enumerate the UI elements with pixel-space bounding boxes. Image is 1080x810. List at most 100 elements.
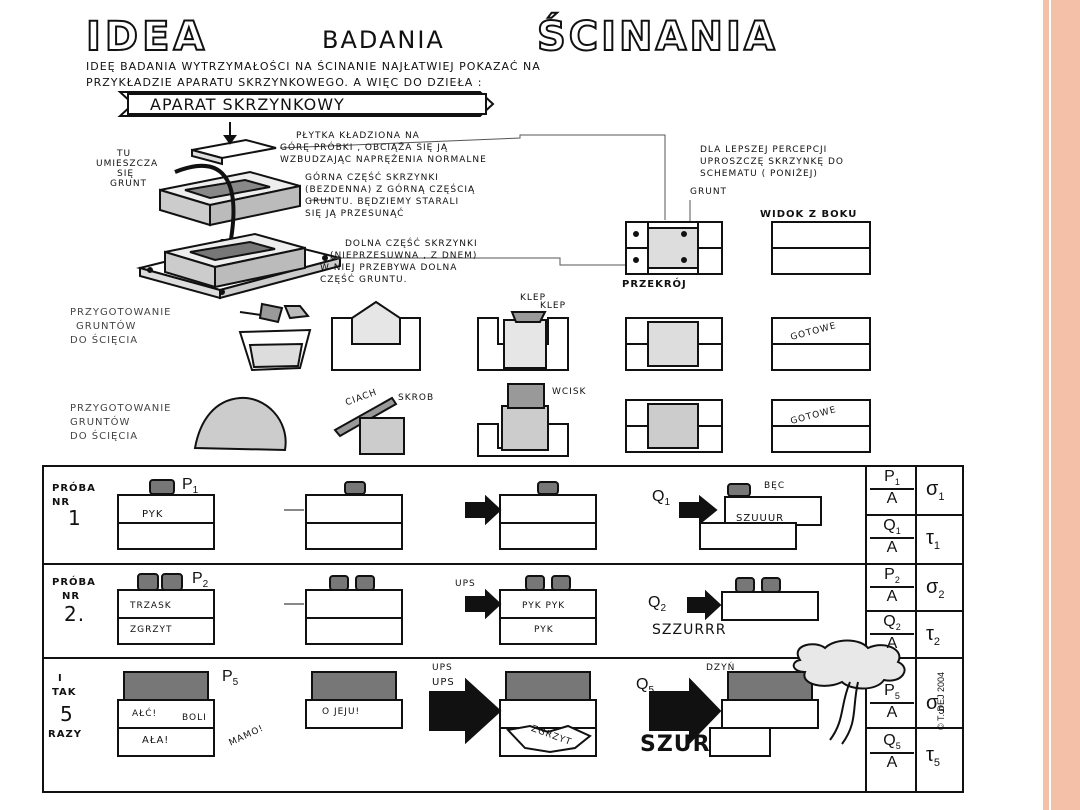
r1-sigma: σ — [926, 478, 939, 500]
trial3-p-sub: 5 — [232, 677, 239, 689]
trial-2-drawings — [117, 573, 819, 645]
gorna-line-4: SIĘ JĄ PRZESUNĄĆ — [305, 209, 405, 219]
r3-q: Q — [883, 732, 896, 749]
trial2-zgrzyt: ZGRZYT — [130, 625, 173, 635]
widok-label: WIDOK Z BOKU — [760, 209, 858, 220]
trial3-ups-2: UPS — [432, 677, 455, 688]
skrob-label: SKROB — [398, 393, 435, 403]
klep-2: KLEP — [540, 301, 567, 311]
result1-sigma: σ1 — [926, 478, 944, 504]
r2-q-sub: 2 — [895, 622, 901, 633]
prep-row-1-drawings — [238, 300, 871, 372]
r1-q: Q — [883, 517, 896, 534]
r3-tau-sub: 5 — [933, 757, 941, 769]
przekroj-schematic — [625, 221, 723, 275]
result3-sigma: σ5 — [926, 692, 944, 718]
trial3-label-4: RAZY — [48, 729, 82, 740]
result2-tau: τ2 — [926, 623, 940, 649]
r3-a2: A — [886, 754, 898, 772]
prep1-line-2: GRUNTÓW — [76, 321, 137, 332]
trial-3-drawings — [117, 639, 906, 757]
r2-a2: A — [886, 635, 898, 653]
copyright: © T. DEJ 2004 — [936, 672, 946, 730]
trial2-label-3: 2. — [64, 602, 86, 626]
leader-lines — [279, 134, 691, 266]
r2-p: P — [884, 566, 895, 583]
r3-p: P — [884, 682, 895, 699]
result2-p-over-a: P2 A — [870, 566, 914, 606]
trial3-p: P5 — [222, 668, 238, 689]
widok-schematic — [771, 221, 871, 275]
r3-a: A — [886, 704, 898, 722]
r1-p-sub: 1 — [894, 477, 900, 488]
trial2-q-sub: 2 — [660, 603, 667, 615]
trial3-q-letter: Q — [636, 676, 649, 693]
label-umieszcza: UMIESZCZA — [96, 159, 159, 169]
apparatus-drawing — [136, 122, 344, 300]
title-badania: BADANIA — [322, 26, 445, 54]
trial1-szuuur: SZUUUR — [736, 513, 785, 524]
r3-sigma: σ — [926, 692, 939, 714]
r3-q-sub: 5 — [895, 741, 901, 752]
result1-tau: τ1 — [926, 527, 940, 553]
trial3-szur: SZUR — [640, 732, 711, 757]
r3-sigma-sub: 5 — [938, 705, 945, 717]
gorna-line-2: (BEZDENNA) Z GÓRNĄ CZĘŚCIĄ — [305, 185, 476, 195]
banner-scroll — [117, 91, 495, 117]
result1-p-over-a: P1 A — [870, 468, 914, 508]
label-tu: TU — [117, 149, 132, 159]
trial1-p-letter: P — [182, 476, 193, 493]
intro-line-2: PRZYKŁADZIE APARATU SKRZYNKOWEGO. A WIĘC… — [86, 76, 483, 89]
prep2-line-1: PRZYGOTOWANIE — [70, 403, 172, 414]
trial2-p-sub: 2 — [202, 579, 209, 591]
trial2-trzask: TRZASK — [130, 601, 172, 611]
trial3-q: Q5 — [636, 676, 654, 697]
r1-tau: τ — [926, 527, 934, 549]
trial2-szzurrr: SZZURRR — [652, 622, 727, 638]
trial3-ups-1: UPS — [432, 663, 453, 673]
prep2-line-3: DO ŚCIĘCIA — [70, 431, 139, 442]
trial2-p-letter: P — [192, 570, 203, 587]
result2-sigma: σ2 — [926, 576, 944, 602]
gorna-line-3: GRUNTU. BĘDZIEMY STARALI — [305, 197, 460, 207]
result3-p-over-a: P5 A — [870, 682, 914, 722]
trial1-p-sub: 1 — [192, 485, 199, 497]
r2-tau-sub: 2 — [933, 636, 941, 648]
trial3-label-1: I — [58, 673, 63, 684]
trial1-label-3: 1 — [68, 506, 82, 530]
dla-line-3: SCHEMATU ( PONIŻEJ) — [700, 169, 818, 179]
r3-p-sub: 5 — [894, 691, 900, 702]
trial3-ala: AŁA! — [142, 735, 170, 746]
side-accent-line — [1049, 0, 1051, 810]
trial2-pykpyk: PYK PYK — [522, 601, 566, 611]
r1-a: A — [886, 490, 898, 508]
trial2-label-2: NR — [62, 591, 81, 602]
grunt-label: GRUNT — [690, 187, 728, 197]
prep-row-2-drawings — [193, 383, 871, 457]
trial3-ojeju: O JEJU! — [322, 707, 361, 717]
plytka-line-2: GÓRĘ PRÓBKI , OBCIĄŻA SIĘ JĄ — [280, 143, 449, 153]
trial2-q: Q2 — [648, 594, 666, 615]
klep-1: KLEP — [520, 293, 547, 303]
przekroj-label: PRZEKRÓJ — [622, 279, 687, 290]
trial3-alc: AŁĆ! — [132, 709, 158, 719]
r1-a2: A — [886, 539, 898, 557]
dla-line-1: DLA LEPSZEJ PERCEPCJI — [700, 145, 828, 155]
r1-sigma-sub: 1 — [938, 491, 945, 503]
trial1-pyk: PYK — [142, 509, 164, 520]
gorna-line-1: GÓRNA CZĘŚĆ SKRZYNKI — [305, 173, 439, 183]
trial3-label-2: TAK — [52, 687, 77, 698]
trial3-dzyn: DZYŃ — [706, 663, 736, 673]
r2-q: Q — [883, 613, 896, 630]
trial3-p-letter: P — [222, 668, 233, 685]
prep1-line-3: DO ŚCIĘCIA — [70, 335, 139, 346]
r2-p-sub: 2 — [894, 575, 900, 586]
dla-line-2: UPROSZCZĘ SKRZYNKĘ DO — [700, 157, 844, 167]
result1-q-over-a: Q1 A — [870, 517, 914, 557]
wcisk-label: WCISK — [552, 387, 587, 397]
trial-1-drawings — [117, 479, 822, 550]
plytka-line-1: PŁYTKA KŁADZIONA NA — [296, 131, 420, 141]
label-sie: SIĘ — [117, 169, 135, 179]
title-scinania: ŚCINANIA — [536, 13, 778, 61]
r2-a: A — [886, 588, 898, 606]
